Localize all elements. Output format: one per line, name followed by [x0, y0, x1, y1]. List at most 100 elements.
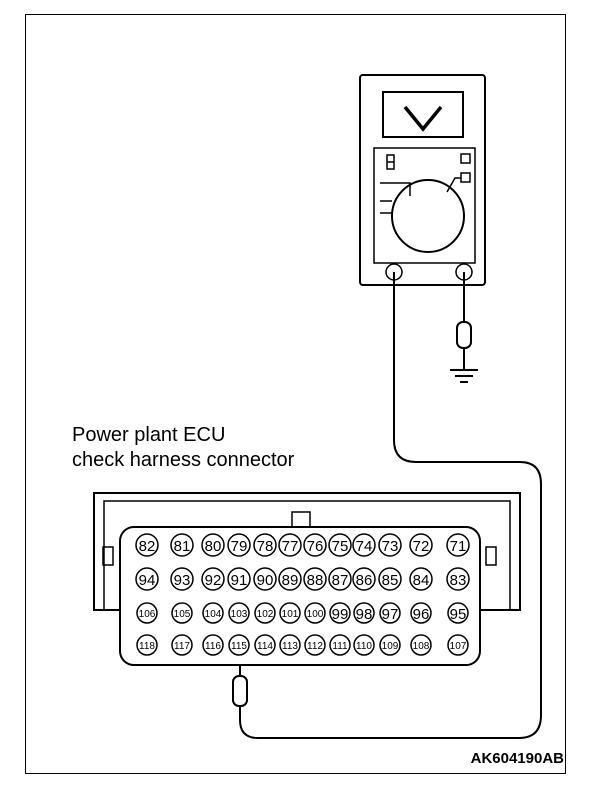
figure-id: AK604190AB — [470, 750, 564, 767]
pin-label-100: 100 — [307, 609, 324, 620]
multimeter-panel — [373, 147, 476, 264]
pin-107 — [447, 634, 469, 656]
pin-111 — [329, 634, 351, 656]
pin-97 — [379, 602, 401, 624]
pin-100 — [304, 602, 326, 624]
ground-probe — [450, 272, 478, 383]
probe-tip — [456, 321, 472, 349]
pin-110 — [353, 634, 375, 656]
pin-83 — [446, 567, 470, 591]
pin-72 — [409, 533, 433, 557]
pin-label-81: 81 — [174, 538, 191, 555]
voltage-mode-symbol — [403, 105, 443, 132]
pin-118 — [136, 634, 158, 656]
pin-87 — [328, 567, 352, 591]
pin-73 — [378, 533, 402, 557]
pin-label-91: 91 — [231, 572, 248, 589]
pin-label-94: 94 — [139, 572, 156, 589]
pin-label-72: 72 — [413, 538, 430, 555]
pin-89 — [278, 567, 302, 591]
connector-latch — [291, 511, 311, 528]
pin-label-79: 79 — [231, 538, 248, 555]
pin-label-98: 98 — [356, 606, 373, 623]
pin-label-117: 117 — [174, 641, 190, 652]
pin-label-77: 77 — [282, 538, 299, 555]
pin-label-97: 97 — [382, 606, 399, 623]
pin-label-112: 112 — [307, 641, 323, 652]
pin-label-103: 103 — [231, 609, 248, 620]
connector-key — [485, 546, 497, 566]
pin-label-118: 118 — [139, 641, 155, 652]
pin-77 — [278, 533, 302, 557]
pin-label-99: 99 — [332, 606, 349, 623]
pin-label-85: 85 — [382, 572, 399, 589]
pin-label-108: 108 — [413, 641, 430, 652]
pin-108 — [410, 634, 432, 656]
pin-71 — [446, 533, 470, 557]
pin-106 — [136, 602, 158, 624]
pin-label-113: 113 — [282, 641, 298, 652]
pin-90 — [253, 567, 277, 591]
connector-key — [102, 546, 114, 566]
pin-label-114: 114 — [257, 641, 273, 652]
pin-105 — [171, 602, 193, 624]
pin-80 — [201, 533, 225, 557]
ecu-connector — [93, 492, 521, 666]
pin-104 — [202, 602, 224, 624]
pin-74 — [352, 533, 376, 557]
test-lead — [239, 272, 542, 739]
pin-93 — [170, 567, 194, 591]
pin-95 — [447, 602, 469, 624]
pin-81 — [170, 533, 194, 557]
pin-label-102: 102 — [257, 609, 274, 620]
pin-label-92: 92 — [205, 572, 222, 589]
pin-84 — [409, 567, 433, 591]
pin-112 — [304, 634, 326, 656]
multimeter — [359, 74, 486, 286]
pin-label-90: 90 — [257, 572, 274, 589]
pin-label-88: 88 — [307, 572, 324, 589]
pin-86 — [352, 567, 376, 591]
pin-label-89: 89 — [282, 572, 299, 589]
pin-91 — [227, 567, 251, 591]
pin-label-107: 107 — [450, 641, 467, 652]
pin-label-78: 78 — [257, 538, 274, 555]
indicator-square — [460, 172, 471, 183]
pin-label-110: 110 — [356, 641, 372, 652]
pin-label-84: 84 — [413, 572, 430, 589]
pin-78 — [253, 533, 277, 557]
pin-76 — [303, 533, 327, 557]
pin-label-109: 109 — [382, 641, 399, 652]
pin-114 — [254, 634, 276, 656]
pin-label-95: 95 — [450, 606, 467, 623]
pin-98 — [353, 602, 375, 624]
pin-101 — [279, 602, 301, 624]
pin-label-87: 87 — [332, 572, 349, 589]
pin-label-104: 104 — [205, 609, 222, 620]
pin-label-71: 71 — [450, 538, 467, 555]
pin-96 — [410, 602, 432, 624]
pin-label-86: 86 — [356, 572, 373, 589]
pin-label-116: 116 — [205, 641, 221, 652]
caption-line-2: check harness connector — [72, 449, 295, 471]
pin-109 — [379, 634, 401, 656]
pin-94 — [135, 567, 159, 591]
pin-label-80: 80 — [205, 538, 222, 555]
selector-dial — [391, 179, 465, 253]
pin-116 — [202, 634, 224, 656]
multimeter-body — [359, 74, 486, 286]
pin-label-106: 106 — [139, 609, 156, 620]
pin-label-82: 82 — [139, 538, 156, 555]
multimeter-display — [382, 91, 464, 138]
pin-103 — [228, 602, 250, 624]
pin-115 — [228, 634, 250, 656]
pin-117 — [171, 634, 193, 656]
pin-label-111: 111 — [332, 641, 348, 652]
pin-label-74: 74 — [356, 538, 373, 555]
pin-79 — [227, 533, 251, 557]
pin-88 — [303, 567, 327, 591]
pin-99 — [329, 602, 351, 624]
pin-102 — [254, 602, 276, 624]
